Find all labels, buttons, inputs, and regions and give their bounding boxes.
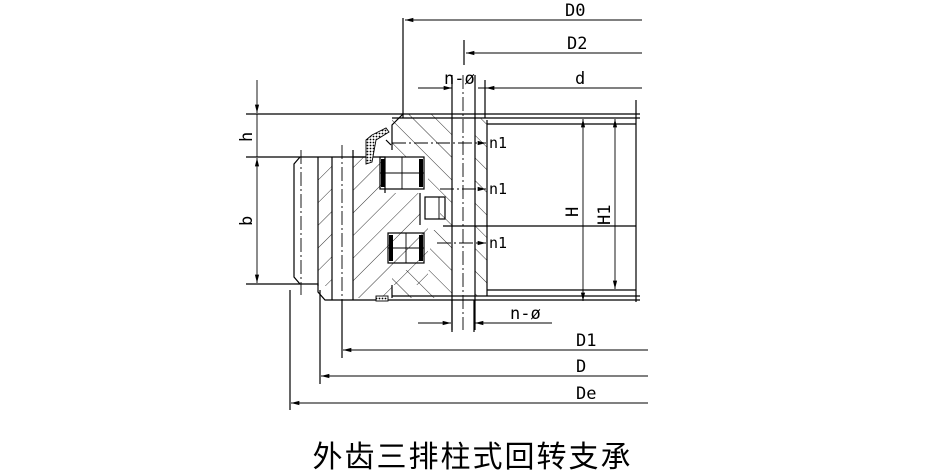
label-D: D	[576, 357, 586, 377]
inner-ring	[391, 100, 640, 302]
drawing-title: 外齿三排柱式回转支承	[312, 440, 633, 475]
dim-H: H	[563, 119, 586, 301]
label-D2: D2	[567, 34, 587, 54]
label-n-hole-top: n-ø	[444, 69, 475, 89]
dim-D1: D1	[341, 300, 648, 358]
dim-De: De	[289, 290, 648, 410]
label-H1: H1	[595, 205, 615, 225]
bolt-holes	[385, 75, 486, 330]
label-H: H	[563, 207, 583, 217]
seal-bottom	[375, 295, 389, 302]
label-h: h	[237, 132, 257, 142]
label-D0: D0	[565, 1, 585, 21]
roller-lower	[387, 232, 425, 264]
dim-H1: H1	[595, 119, 618, 289]
dim-D: D	[319, 290, 648, 384]
label-De: De	[576, 384, 596, 404]
label-d: d	[575, 69, 585, 89]
label-n1-c: n1	[489, 234, 507, 252]
label-D1: D1	[576, 331, 596, 351]
dim-n-hole-bottom: n-ø	[418, 300, 552, 332]
label-n1-b: n1	[489, 180, 507, 198]
label-n1-a: n1	[489, 134, 507, 152]
lube-holes: n1 n1 n1	[392, 134, 507, 252]
dim-D0: D0	[402, 1, 642, 118]
roller-middle	[424, 196, 446, 220]
dim-D2: D2	[463, 34, 642, 65]
label-n-hole-bottom: n-ø	[510, 304, 541, 324]
label-b: b	[237, 216, 257, 226]
dim-h-b: h b	[237, 80, 640, 285]
roller-upper	[379, 156, 425, 190]
gear-teeth-section	[293, 145, 640, 320]
seal-top	[365, 127, 390, 165]
